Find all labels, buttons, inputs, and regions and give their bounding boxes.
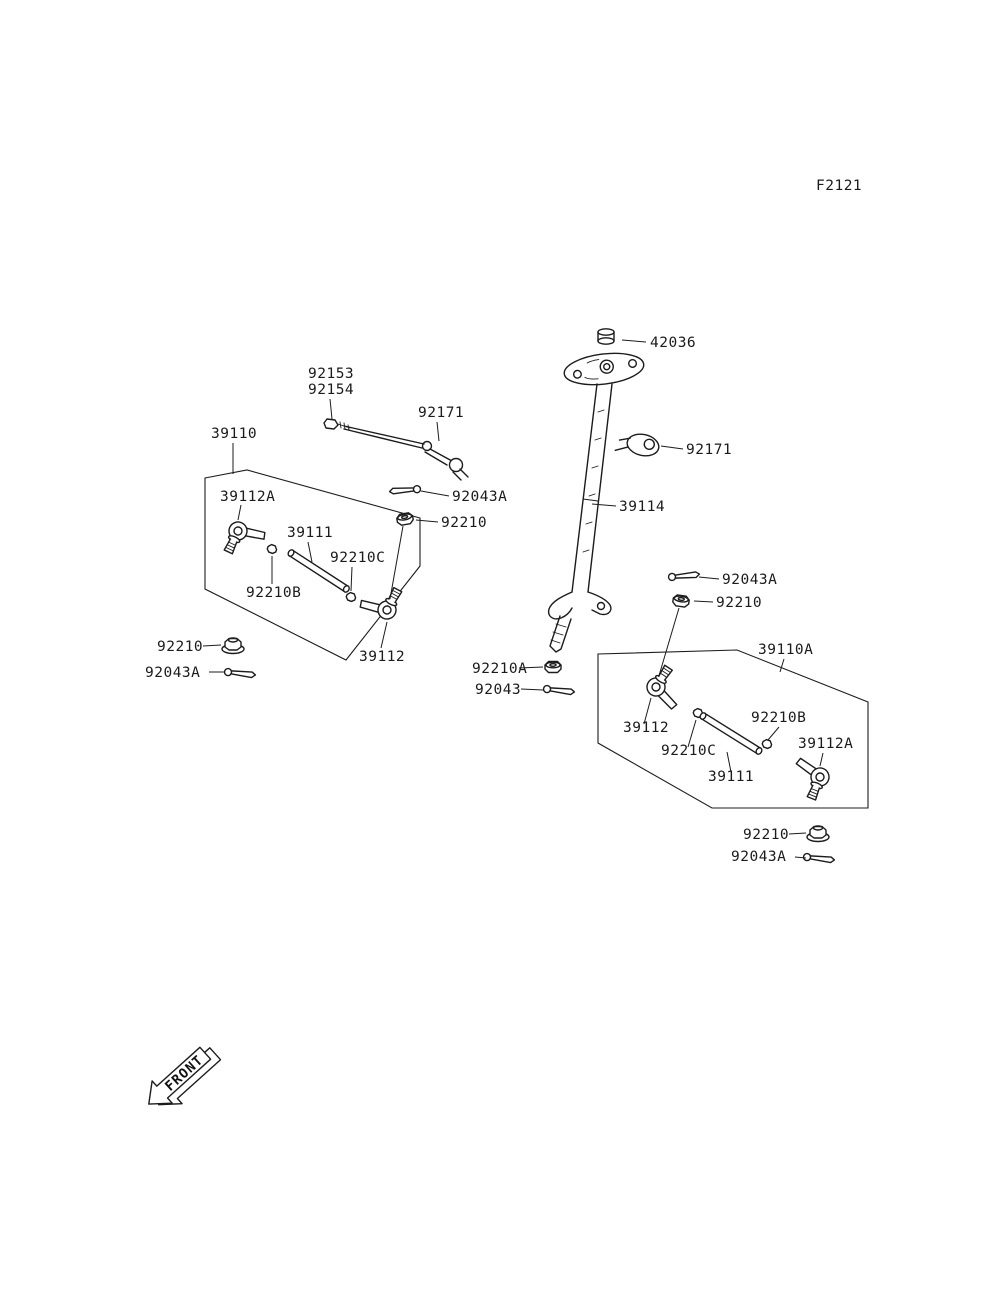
part-labels: F2121 42036 92153 92154 92171 39110 9217… <box>145 178 862 865</box>
part-label-92210A: 92210A <box>472 661 527 677</box>
part-steering-stem-39114 <box>547 352 645 653</box>
stud-axis-left <box>389 525 404 600</box>
part-label-92210C-right: 92210C <box>661 743 716 759</box>
part-label-92171-upper: 92171 <box>418 405 464 421</box>
part-nut-92210B-right <box>760 738 774 750</box>
part-cotter-pin-92043A-right-upper <box>667 569 701 582</box>
part-tie-rod-end-39112A-right <box>785 756 833 803</box>
part-label-39112A-left: 39112A <box>220 489 275 505</box>
part-cotter-pin-92043A-left <box>223 667 257 680</box>
part-label-92210-left: 92210 <box>157 639 203 655</box>
front-direction-arrow: FRONT <box>148 1046 222 1106</box>
part-label-92210-right-upper: 92210 <box>716 595 762 611</box>
leader-lines <box>202 339 824 859</box>
part-cotter-pin-92043A-mid <box>388 484 422 496</box>
part-clamp-92171 <box>614 433 660 457</box>
part-nut-92210C-left <box>344 591 358 603</box>
part-cotter-pin-92043A-right-bottom <box>802 852 836 865</box>
part-label-92153: 92153 <box>308 366 354 382</box>
part-label-92210-mid: 92210 <box>441 515 487 531</box>
part-cap-42036 <box>597 328 615 345</box>
part-label-39110: 39110 <box>211 426 257 442</box>
part-nut-92210A-center <box>544 660 562 674</box>
part-tie-rod-end-39112-right <box>642 662 692 711</box>
part-label-92210C-left: 92210C <box>330 550 385 566</box>
assembly-region-right-outline <box>597 649 869 809</box>
part-label-39111-right: 39111 <box>708 769 754 785</box>
part-arm-92171 <box>343 425 469 481</box>
stud-axis-right <box>657 607 680 680</box>
part-label-39110A: 39110A <box>758 642 813 658</box>
part-cotter-pin-92043-center <box>542 684 576 697</box>
part-label-92043A-left: 92043A <box>145 665 200 681</box>
part-label-92210B-right: 92210B <box>751 710 806 726</box>
part-bolt-92153 <box>323 418 351 431</box>
part-label-92043A-right-upper: 92043A <box>722 572 777 588</box>
part-label-39114: 39114 <box>619 499 665 515</box>
part-nut-92210-mid <box>395 511 415 527</box>
part-label-92043A-mid: 92043A <box>452 489 507 505</box>
front-arrow-label: FRONT <box>162 1052 207 1094</box>
part-label-39112-right: 39112 <box>623 720 669 736</box>
part-label-39111-left: 39111 <box>287 525 333 541</box>
part-nut-92210B-left <box>265 543 279 555</box>
part-nut-92210-left <box>221 637 245 655</box>
part-label-42036: 42036 <box>650 335 696 351</box>
part-tie-rod-end-39112A-left <box>219 517 268 564</box>
part-label-92210-right-bottom: 92210 <box>743 827 789 843</box>
part-label-92171-right: 92171 <box>686 442 732 458</box>
figure-code: F2121 <box>816 178 862 194</box>
part-label-39112-left: 39112 <box>359 649 405 665</box>
part-label-92154: 92154 <box>308 382 354 398</box>
assembly-region-left-outline <box>204 469 421 661</box>
part-nut-92210-right-upper <box>671 593 691 609</box>
part-label-92210B-left: 92210B <box>246 585 301 601</box>
part-nut-92210-right-bottom <box>806 825 830 843</box>
part-label-39112A-right: 39112A <box>798 736 853 752</box>
part-label-92043A-right-bottom: 92043A <box>731 849 786 865</box>
part-label-92043: 92043 <box>475 682 521 698</box>
part-tie-rod-end-39112-left <box>357 576 407 624</box>
